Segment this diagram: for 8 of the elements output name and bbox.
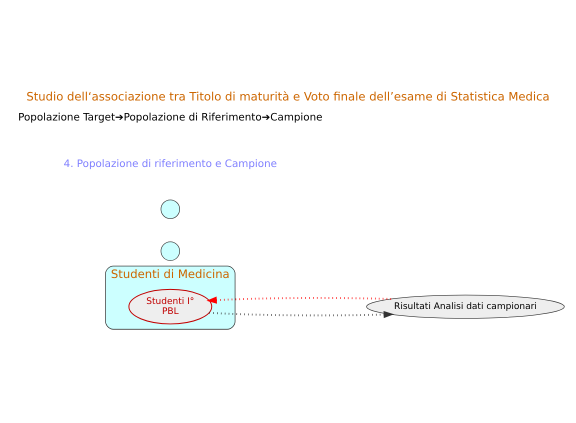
- label: 4. Popolazione di riferimento e Campione: [64, 158, 277, 170]
- node-ellipse: Studenti I° PBL: [128, 288, 212, 324]
- node-circle: [160, 200, 180, 219]
- arrow: [209, 310, 394, 318]
- diagram-title: Studio dell‘associazione tra Titolo di maturità e Voto finale dell’esame di Statistica Medica: [26, 89, 550, 104]
- label: Popolazione Target➔Popolazione di Riferimento➔Campione: [18, 112, 322, 124]
- arrow: [206, 296, 392, 304]
- node-circle: [160, 242, 180, 261]
